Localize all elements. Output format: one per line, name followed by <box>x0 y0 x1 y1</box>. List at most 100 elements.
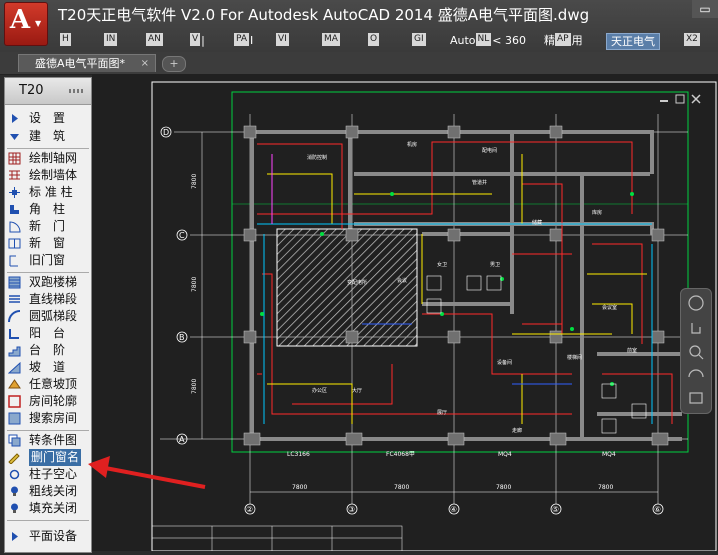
room-label: 前室 <box>627 347 637 354</box>
triangle-down-icon <box>10 134 19 140</box>
columns <box>243 125 669 446</box>
palette-item-step[interactable]: 台 阶 <box>5 342 91 359</box>
grip-icon[interactable] <box>69 89 83 93</box>
axis-label-6: ⑥ <box>654 505 661 514</box>
sheet-border <box>151 81 717 552</box>
close-icon[interactable]: × <box>140 58 149 69</box>
room-label: 女卫 <box>437 261 447 268</box>
axis-label-4: ④ <box>450 505 457 514</box>
palette-item-arc-stair[interactable]: 圆弧梯段 <box>5 308 91 325</box>
close-icon <box>691 94 701 104</box>
old-door-window-icon <box>9 255 18 267</box>
yellow-wiring <box>267 154 647 424</box>
palette-item-thick-line-off[interactable]: 粗线关闭 <box>5 483 91 500</box>
axis-bubbles-rows: D C B A <box>160 126 188 445</box>
palette-item-room-outline[interactable]: 房间轮廓 <box>5 393 91 410</box>
palette-item-plan-devices[interactable]: 平面设备 <box>5 528 91 545</box>
dim-left-2: 7800 <box>191 277 198 292</box>
triangle-right-icon <box>12 114 18 123</box>
steering-wheel-icon <box>688 295 704 311</box>
palette-item-architecture[interactable]: 建 筑 <box>5 128 91 145</box>
axis-label-3: ③ <box>348 505 355 514</box>
new-tab-button[interactable]: + <box>162 56 186 72</box>
step-icon <box>8 346 21 357</box>
palette-item-draw-wall[interactable]: 绘制墙体 <box>5 167 91 184</box>
axis-label-A: A <box>179 435 185 444</box>
palette-header[interactable]: T20 <box>5 78 91 105</box>
ribbon-tab-express[interactable]: X2 <box>684 33 700 46</box>
ribbon-tab-view2[interactable]: VI <box>276 33 289 46</box>
palette-item-delete-door-window-name[interactable]: 删门窗名 <box>5 449 91 466</box>
room-label: 储藏 <box>532 219 542 226</box>
axis-label-5: ⑤ <box>552 505 559 514</box>
other-wiring <box>257 154 653 424</box>
ribbon-tab-insert[interactable]: IN <box>104 33 118 46</box>
palette-item-balcony[interactable]: 阳 台 <box>5 325 91 342</box>
ribbon-tab-home[interactable]: H <box>60 33 71 46</box>
fixtures <box>426 275 647 434</box>
palette-item-hollow-column[interactable]: 柱子空心 <box>5 466 91 483</box>
room-label: 会议 <box>397 277 407 284</box>
axis-label-B: B <box>179 333 185 342</box>
palette-item-settings[interactable]: 设 置 <box>5 110 91 127</box>
palette-title: T20 <box>19 83 44 98</box>
grid-icon <box>8 152 21 165</box>
window-icon <box>8 238 21 249</box>
palette-item-draw-axis-grid[interactable]: 绘制轴网 <box>5 150 91 167</box>
room-label: 变配电所 <box>347 279 367 286</box>
wall-tag: FC4068甲 <box>386 451 415 458</box>
balcony-icon <box>9 329 19 339</box>
title-block <box>151 525 403 552</box>
wall-icon <box>9 170 20 180</box>
palette-item-straight-stair[interactable]: 直线梯段 <box>5 291 91 308</box>
room-search-icon <box>8 412 21 425</box>
room-label: 库房 <box>592 209 602 216</box>
palette-item-old-door-window[interactable]: 旧门窗 <box>5 252 91 269</box>
ribbon-tab-tangent-electric[interactable]: 天正电气 <box>606 33 660 50</box>
navigation-bar[interactable] <box>680 288 712 414</box>
hatched-shaft-area <box>276 228 418 347</box>
palette-item-free-roof[interactable]: 任意坡顶 <box>5 376 91 393</box>
palette-item-standard-column[interactable]: 标 准 柱 <box>5 184 91 201</box>
window-title: T20天正电气软件 V2.0 For Autodesk AutoCAD 2014… <box>58 6 590 24</box>
bulb-icon <box>11 486 18 496</box>
palette-item-convert-condition-drawing[interactable]: 转条件图 <box>5 432 91 449</box>
dim-bottom-1: 7800 <box>292 484 307 491</box>
room-label: 办公区 <box>312 387 327 394</box>
column-icon <box>9 187 20 198</box>
dim-bottom-4: 7800 <box>598 484 613 491</box>
ribbon-tab-plugin[interactable]: GI <box>412 33 426 46</box>
room-label: 配电间 <box>482 147 497 154</box>
wall-tag: MQ4 <box>602 451 616 458</box>
minimize-icon <box>660 100 668 102</box>
showmotion-icon <box>689 392 703 404</box>
room-label: 会议室 <box>602 304 617 311</box>
document-tab[interactable]: 盛德A电气平面图* × <box>18 54 156 72</box>
palette-item-fill-off[interactable]: 填充关闭 <box>5 500 91 517</box>
palette-item-search-room[interactable]: 搜索房间 <box>5 410 91 427</box>
ribbon-tab-manage[interactable]: MA <box>322 33 340 46</box>
window-control-button[interactable]: ▭ <box>692 0 718 18</box>
axis-label-D: D <box>163 128 169 137</box>
triangle-right-icon <box>12 532 18 541</box>
palette-item-new-door[interactable]: 新 门 <box>5 218 91 235</box>
hollow-column-icon <box>9 469 20 480</box>
app-menu-button[interactable]: A ▼ <box>4 2 48 46</box>
bulb-icon <box>11 503 18 513</box>
room-label: 楼梯间 <box>567 354 582 361</box>
corner-column-icon <box>10 205 19 214</box>
drawing-canvas[interactable]: D C B A ② ③ ④ ⑤ ⑥ 7800 7800 7800 <box>92 74 718 552</box>
palette-item-ramp[interactable]: 坡 道 <box>5 359 91 376</box>
delete-name-icon <box>8 453 20 464</box>
tangent-tool-palette: T20 设 置 建 筑 绘制轴网 绘制墙体 标 准 柱 角 柱 新 门 新 窗 … <box>4 77 92 553</box>
palette-item-double-stair[interactable]: 双跑楼梯 <box>5 274 91 291</box>
ribbon-tab-annotate[interactable]: AN <box>146 33 163 46</box>
plot-frame <box>231 91 689 453</box>
ribbon-tab-view[interactable]: V| <box>190 33 205 47</box>
palette-item-new-window[interactable]: 新 窗 <box>5 235 91 252</box>
palette-item-corner-column[interactable]: 角 柱 <box>5 201 91 218</box>
ribbon-tab-output[interactable]: O <box>368 33 380 46</box>
